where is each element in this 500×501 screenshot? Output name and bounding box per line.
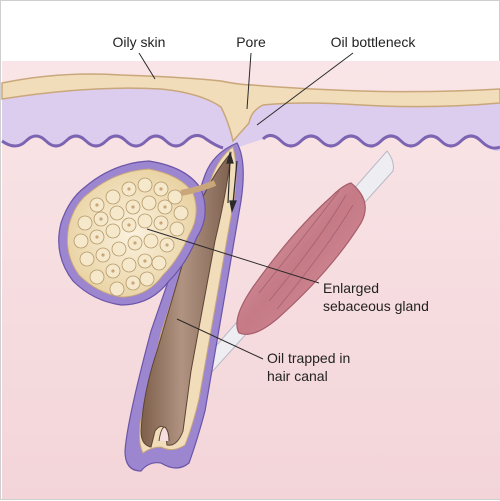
- surface-oil-layer: [1, 73, 500, 143]
- label-oil-bottleneck: Oil bottleneck: [331, 34, 417, 50]
- label-pore: Pore: [236, 34, 266, 50]
- sebaceous-gland: [58, 160, 217, 306]
- basal-layer-line: [1, 134, 224, 150]
- hair-shaft: [140, 151, 232, 448]
- label-leaders: [138, 52, 354, 360]
- label-oily-skin: Oily skin: [113, 34, 166, 50]
- label-oil-trapped-line2: hair canal: [267, 368, 328, 384]
- basal-layer-line-right: [261, 134, 500, 150]
- label-enlarged-gland-line1: Enlarged: [323, 280, 379, 296]
- label-oil-trapped-line1: Oil trapped in: [267, 350, 350, 366]
- arrector-pili-muscle: [200, 150, 394, 374]
- label-enlarged-gland-line2: sebaceous gland: [323, 298, 429, 314]
- oil-flow-arrows: [226, 150, 238, 214]
